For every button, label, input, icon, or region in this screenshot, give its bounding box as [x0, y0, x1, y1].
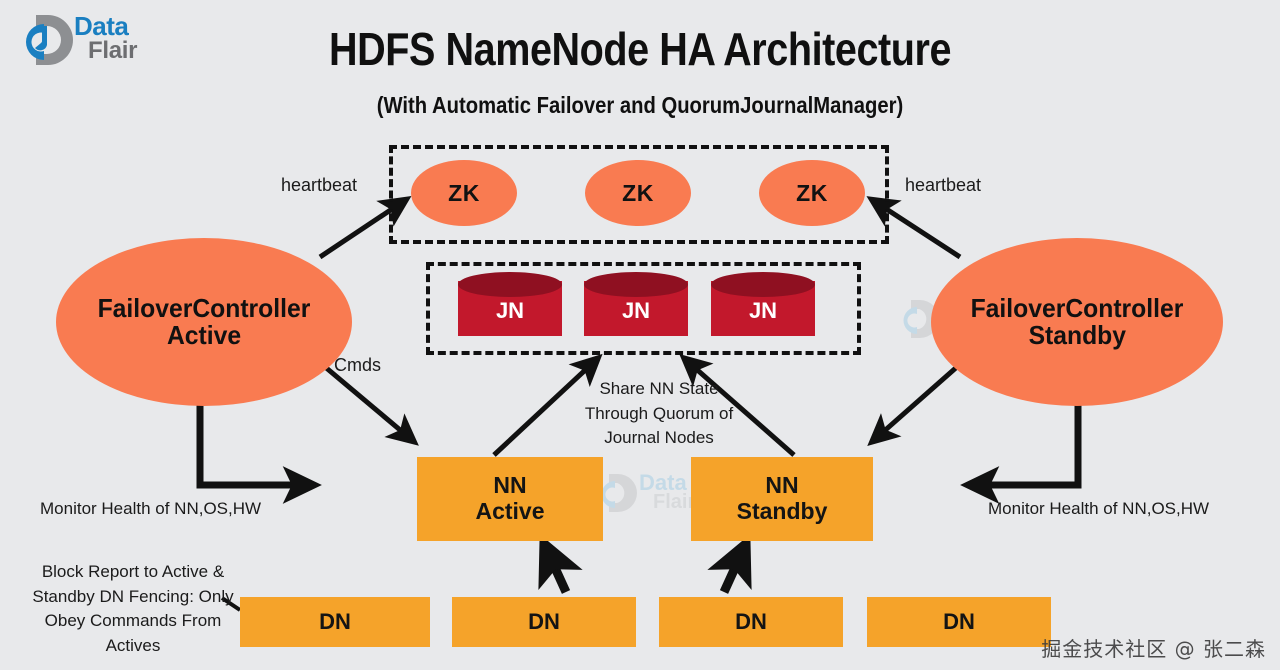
label-share-nn-state: Share NN State Through Quorum of Journal… — [584, 379, 734, 448]
zookeeper-node-3[interactable]: ZK — [759, 160, 865, 226]
logo-wordmark: Data Flair — [74, 11, 138, 64]
arrow-dn-to-nn-active — [538, 534, 583, 594]
page-title: HDFS NameNode HA Architecture — [328, 23, 952, 75]
namenode-active[interactable]: NN Active — [417, 457, 603, 541]
arrow-monitor-health-left — [196, 400, 322, 504]
label-cmds: Cmds — [334, 355, 382, 375]
journal-node-3[interactable]: JN — [711, 272, 815, 344]
cylinder-top-icon — [584, 272, 688, 297]
data-node-3[interactable]: DN — [659, 597, 843, 647]
cylinder-top-icon — [458, 272, 562, 297]
failover-controller-active-line2: Active — [166, 320, 242, 350]
failover-controller-standby-line2: Standby — [1028, 320, 1126, 350]
namenode-standby-line1: NN — [765, 472, 799, 499]
label-monitor-health-left: Monitor Health of NN,OS,HW — [40, 499, 262, 518]
journal-node-1[interactable]: JN — [458, 272, 562, 344]
footer-watermark: 掘金技术社区 @ 张二森 — [1041, 637, 1266, 661]
failover-controller-standby-line1: FailoverController — [970, 292, 1184, 323]
data-node-4[interactable]: DN — [867, 597, 1051, 647]
namenode-active-line1: NN — [493, 472, 527, 499]
page-subtitle: (With Automatic Failover and QuorumJourn… — [376, 92, 904, 118]
logo-word-data: Data — [74, 11, 129, 41]
data-node-1[interactable]: DN — [240, 597, 430, 647]
zookeeper-node-2[interactable]: ZK — [585, 160, 691, 226]
journal-node-2[interactable]: JN — [584, 272, 688, 344]
logo-word-flair: Flair — [88, 36, 138, 64]
watermark-data: Data — [639, 470, 687, 495]
failover-controller-standby[interactable]: FailoverController Standby — [931, 238, 1223, 406]
namenode-standby[interactable]: NN Standby — [691, 457, 873, 541]
label-monitor-health-right: Monitor Health of NN,OS,HW — [988, 499, 1210, 518]
arrow-cmds-standby-to-nn — [867, 364, 960, 446]
zookeeper-node-1-label: ZK — [448, 179, 480, 206]
cylinder-top-icon — [711, 272, 815, 297]
data-node-1-label: DN — [319, 609, 351, 634]
zookeeper-node-1[interactable]: ZK — [411, 160, 517, 226]
zookeeper-node-3-label: ZK — [796, 179, 828, 206]
label-heartbeat-left: heartbeat — [281, 175, 358, 195]
watermark-flair: Flair — [653, 491, 696, 513]
zookeeper-node-2-label: ZK — [622, 179, 654, 206]
data-node-4-label: DN — [943, 609, 975, 634]
data-node-2[interactable]: DN — [452, 597, 636, 647]
data-node-2-label: DN — [528, 609, 560, 634]
zookeeper-ensemble-dashed-box — [389, 145, 889, 244]
dataflair-logo-icon — [26, 15, 73, 65]
label-heartbeat-right: heartbeat — [905, 175, 982, 195]
namenode-standby-line2: Standby — [736, 498, 828, 524]
failover-controller-active-line1: FailoverController — [97, 292, 311, 323]
failover-controller-active[interactable]: FailoverController Active — [56, 238, 352, 406]
journal-node-1-label: JN — [495, 298, 525, 323]
label-block-report: Block Report to Active & Standby DN Fenc… — [32, 562, 234, 655]
journalnode-quorum-dashed-box — [426, 262, 861, 355]
journal-node-2-label: JN — [621, 298, 651, 323]
arrow-dn-to-nn-standby — [707, 534, 752, 594]
data-node-3-label: DN — [735, 609, 767, 634]
namenode-active-line2: Active — [475, 498, 545, 524]
journal-node-3-label: JN — [748, 298, 778, 323]
arrow-monitor-health-right — [960, 400, 1082, 504]
dataflair-logo: Data Flair — [14, 12, 184, 70]
